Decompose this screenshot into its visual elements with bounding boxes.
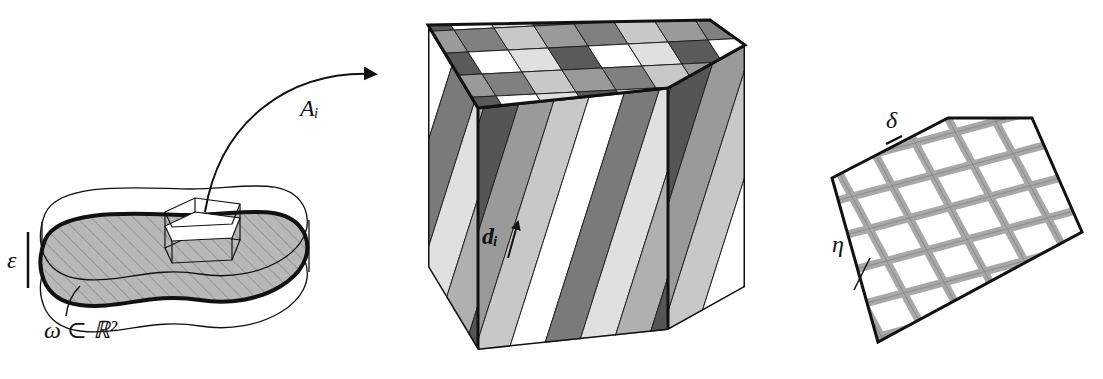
period-bar bbox=[854, 258, 870, 290]
width-tick bbox=[886, 136, 902, 144]
width-label: δ bbox=[886, 108, 897, 132]
zoom-arrow bbox=[205, 74, 375, 212]
plate-domain bbox=[28, 186, 309, 332]
pentagon-cell bbox=[432, 0, 1103, 379]
direction-label: dᵢ bbox=[482, 224, 498, 248]
period-label: η bbox=[832, 232, 844, 256]
direction-arrow bbox=[508, 222, 518, 258]
thickness-label: ε bbox=[7, 248, 16, 272]
cell-label: Aᵢ bbox=[300, 96, 318, 120]
domain-label: ω ⊂ ℝ² bbox=[44, 318, 117, 342]
